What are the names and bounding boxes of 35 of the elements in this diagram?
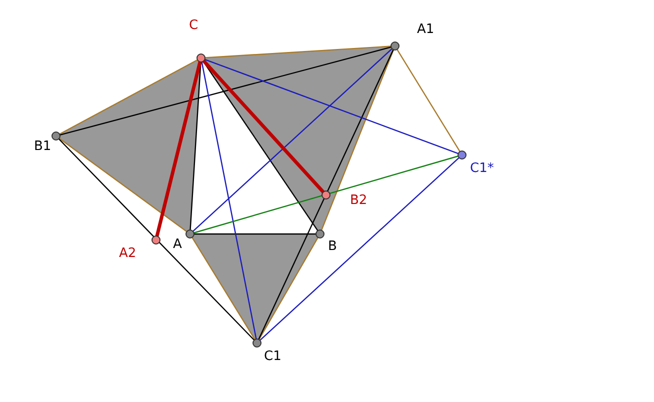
point-marker [390,42,400,50]
line-segment [258,237,319,340]
line-segment [204,58,458,154]
line-segment [58,138,188,232]
point-marker [458,150,466,160]
line-segment [202,60,325,194]
point-marker [52,132,60,140]
point-label: A2 [119,246,136,261]
point-label: A [173,237,182,252]
point-marker [196,54,206,62]
line-segment [60,46,392,136]
point-label: B [328,239,337,254]
line-segment [194,233,316,235]
point-label: A1 [417,22,434,37]
line-segment [320,50,394,230]
line-segment [258,49,394,340]
line-segment [59,59,198,135]
line-segment [201,62,257,340]
point-label: B2 [350,193,368,208]
point-marker [152,236,160,244]
line-segment [155,61,202,237]
point-marker [316,230,324,238]
line-segment [192,237,256,340]
point-marker [322,190,330,200]
line-segment [260,157,460,341]
line-segment [58,138,255,341]
point-label: C1 [264,349,282,364]
point-label: B1 [34,139,52,154]
point-label: C [189,18,198,33]
point-label: C1* [470,161,494,176]
line-segment [396,49,460,152]
point-marker [252,338,262,348]
point-marker [186,230,194,238]
line-segment [204,46,392,58]
line-segment [194,156,458,234]
